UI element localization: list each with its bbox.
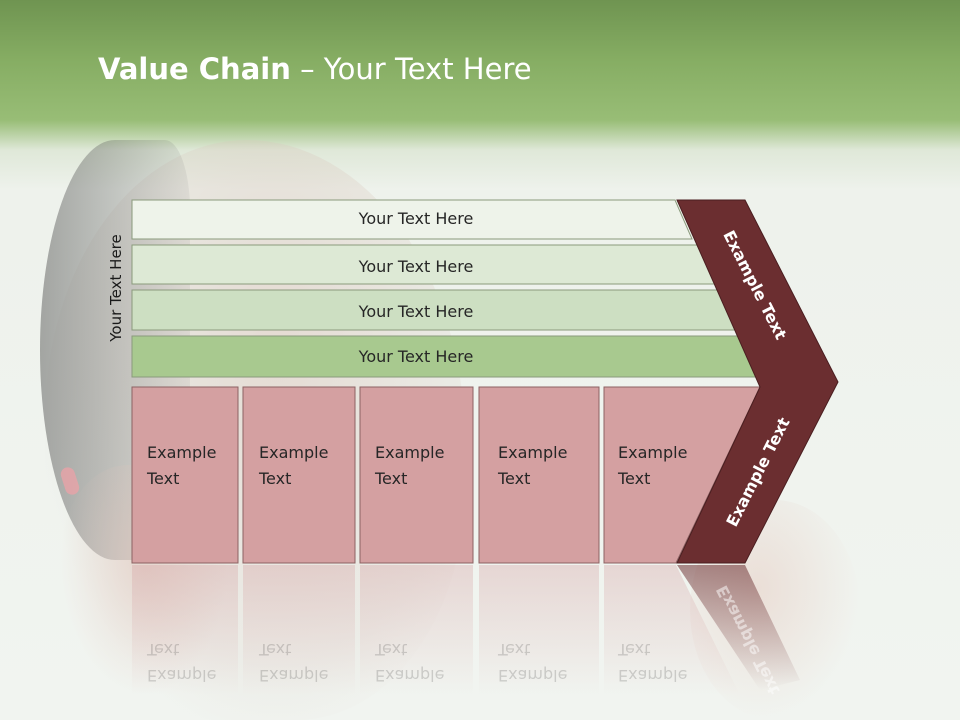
slide-title-rest: – Your Text Here — [290, 52, 532, 86]
primary-cell-5-line1: Example — [618, 443, 688, 462]
primary-cell-1-reflection — [132, 565, 238, 695]
slide-title-bold: Value Chain — [98, 52, 291, 86]
primary-cell-5-reflection — [604, 565, 740, 695]
margin-chevron — [676, 199, 839, 564]
support-row-3-label: Your Text Here — [358, 302, 474, 321]
primary-cell-5 — [603, 386, 761, 564]
primary-cell-2-reflection — [243, 565, 355, 695]
primary-cell-3 — [359, 386, 474, 564]
primary-cell-3-label-reflection: Example Text — [375, 636, 444, 688]
slide-title: Value Chain – Your Text Here — [98, 52, 532, 86]
primary-cell-4-line2: Text — [498, 469, 531, 488]
primary-cell-2-line2: Text — [259, 469, 292, 488]
primary-cell-5-line2-reflection: Text — [618, 640, 651, 659]
primary-cell-2-line1-reflection: Example — [259, 666, 329, 685]
primary-cell-3-line1-reflection: Example — [375, 666, 445, 685]
primary-cell-5-label-reflection: Example Text — [618, 636, 687, 688]
primary-cell-4-line2-reflection: Text — [498, 640, 531, 659]
primary-cell-1-line2-reflection: Text — [147, 640, 180, 659]
margin-chevron-reflection — [677, 565, 800, 690]
primary-cell-2-line2-reflection: Text — [259, 640, 292, 659]
primary-cell-2-line1: Example — [259, 443, 329, 462]
primary-cell-4-line1-reflection: Example — [498, 666, 568, 685]
primary-cell-4-line1: Example — [498, 443, 568, 462]
primary-cell-1-line2: Text — [147, 469, 180, 488]
primary-cell-3-line2: Text — [375, 469, 408, 488]
support-row-1 — [131, 199, 693, 240]
primary-cell-4-label-reflection: Example Text — [498, 636, 567, 688]
primary-cell-5-line1-reflection: Example — [618, 666, 688, 685]
primary-cell-4-reflection — [479, 565, 599, 695]
primary-cell-1-line1-reflection: Example — [147, 666, 217, 685]
primary-cell-3-line1: Example — [375, 443, 445, 462]
primary-cell-1 — [131, 386, 239, 564]
primary-cell-1-line1: Example — [147, 443, 217, 462]
primary-cell-1-label-reflection: Example Text — [147, 636, 216, 688]
primary-cell-2 — [242, 386, 356, 564]
support-row-2-label: Your Text Here — [358, 257, 474, 276]
primary-cell-3-line2-reflection: Text — [375, 640, 408, 659]
primary-cell-4 — [478, 386, 600, 564]
primary-cell-5-line2: Text — [618, 469, 651, 488]
primary-cell-3-reflection — [360, 565, 473, 695]
support-row-4-label: Your Text Here — [358, 347, 474, 366]
primary-cell-2-label-reflection: Example Text — [259, 636, 328, 688]
support-row-1-label: Your Text Here — [358, 209, 474, 228]
